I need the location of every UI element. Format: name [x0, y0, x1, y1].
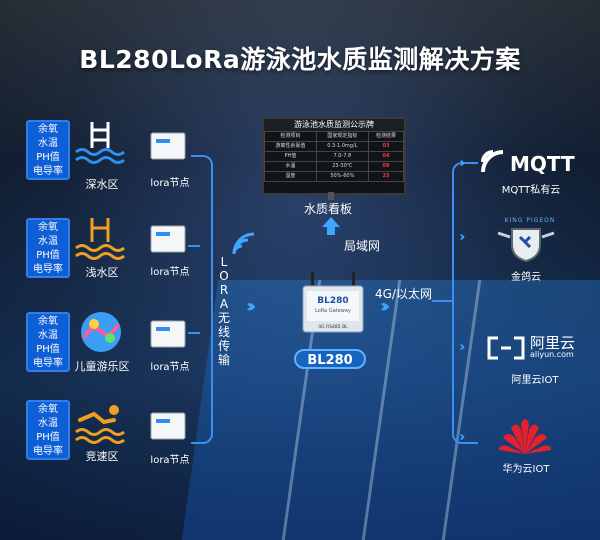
param-line: 电导率: [33, 166, 63, 177]
water-park-icon: [81, 312, 121, 352]
table-row: 检测项目国家规定指标检测结果: [264, 131, 405, 142]
param-line: 余氧: [38, 222, 58, 233]
aliyun-domain-text: aliyun.com: [530, 350, 574, 359]
pool-ladder-icon: [75, 122, 125, 164]
zone-label: 浅水区: [85, 266, 119, 279]
wireless-signal-icon: [232, 232, 255, 255]
param-box: 余氧水温 PH值电导率: [26, 312, 70, 372]
cloud-bracket-line: [452, 162, 478, 444]
zone-label: 竞速区: [85, 450, 119, 463]
param-line: 余氧: [38, 124, 58, 135]
bl280-gateway-icon: BL280 LoRa Gateway 4G RS485 BL: [302, 272, 364, 333]
param-line: PH值: [36, 250, 60, 261]
device-model-text: BL280: [317, 296, 348, 306]
param-line: PH值: [36, 432, 60, 443]
connector-line: [188, 245, 200, 247]
zone-label: 儿童游乐区: [74, 360, 130, 373]
mqtt-logo-icon: MQTT: [481, 150, 575, 176]
up-arrow-icon: [322, 217, 340, 235]
connector-line: [432, 300, 454, 302]
bl280-badge: BL280: [294, 349, 366, 369]
lan-label: 局域网: [344, 239, 381, 253]
param-line: 电导率: [33, 358, 63, 369]
param-line: 水温: [38, 236, 58, 247]
param-box: 余氧水温 PH值电导率: [26, 120, 70, 180]
device-sub-text: LoRa Gateway: [315, 308, 351, 314]
kingpigeon-shield-icon: [497, 228, 555, 263]
kingpigeon-logo-text: KING PIGEON: [504, 217, 556, 224]
node-label: lora节点: [150, 267, 190, 278]
huawei-cloud-label: 华为云IOT: [502, 464, 550, 475]
chevron-arrows-icon: ›››: [380, 296, 391, 317]
zone-label: 深水区: [85, 178, 119, 191]
chevron-arrows-icon: ›››: [246, 296, 257, 317]
swimmer-icon: [75, 405, 125, 444]
param-box: 余氧水温 PH值电导率: [26, 218, 70, 278]
param-line: 水温: [38, 138, 58, 149]
lora-node-icon: [150, 225, 186, 253]
network-label: 4G/以太网: [375, 287, 432, 301]
lora-node-icon: [150, 132, 186, 160]
node-label: lora节点: [150, 178, 190, 189]
lora-node-icon: [150, 412, 186, 440]
mqtt-cloud-label: MQTT私有云: [501, 185, 561, 196]
water-board-label: 水质看板: [304, 202, 353, 216]
node-label: lora节点: [150, 455, 190, 466]
param-line: PH值: [36, 152, 60, 163]
param-line: 水温: [38, 418, 58, 429]
aliyun-logo-icon: [487, 336, 525, 360]
mqtt-logo-text: MQTT: [510, 152, 575, 176]
aliyun-cloud-label: 阿里云IOT: [511, 375, 559, 386]
param-line: 水温: [38, 330, 58, 341]
board-title: 游泳池水质监测公示牌: [264, 119, 404, 131]
connector-line: [188, 332, 200, 334]
param-line: 余氧: [38, 404, 58, 415]
pool-water: [181, 280, 600, 540]
param-box: 余氧水温 PH值电导率: [26, 400, 70, 460]
param-line: 电导率: [33, 264, 63, 275]
param-line: 余氧: [38, 316, 58, 327]
device-port-text: 4G RS485 BL: [318, 324, 348, 330]
huawei-logo-icon: [499, 419, 551, 454]
kingpigeon-cloud-label: 金鸽云: [511, 272, 541, 283]
diagram-title: BL280LoRa游泳池水质监测解决方案: [79, 45, 521, 74]
lora-bracket-line: [191, 155, 213, 444]
param-line: PH值: [36, 344, 60, 355]
lora-node-icon: [150, 320, 186, 348]
aliyun-logo-text: 阿里云: [530, 334, 576, 352]
param-line: 电导率: [33, 446, 63, 457]
board-pole: [328, 192, 334, 200]
node-label: lora节点: [150, 362, 190, 373]
pool-ladder-icon: [75, 218, 125, 260]
